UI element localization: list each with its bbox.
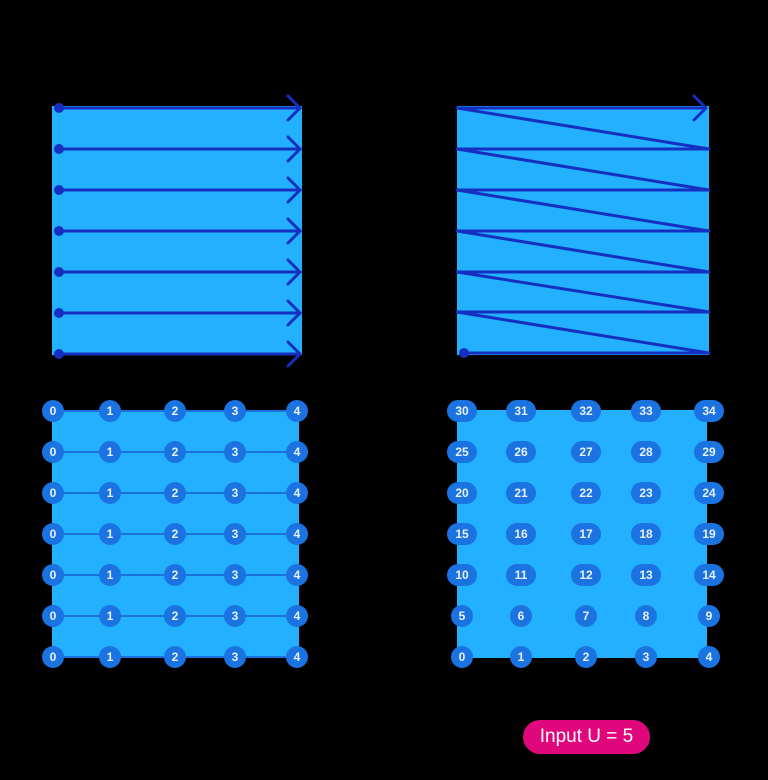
index-node: 2	[164, 646, 186, 668]
index-node: 9	[698, 605, 720, 627]
index-node: 15	[447, 523, 477, 545]
index-node: 27	[571, 441, 601, 463]
index-node: 24	[694, 482, 724, 504]
row-start-dots	[54, 103, 64, 359]
index-node: 3	[224, 646, 246, 668]
index-node: 14	[694, 564, 724, 586]
index-node: 2	[164, 482, 186, 504]
arrow-row-3	[57, 176, 303, 204]
index-node: 12	[571, 564, 601, 586]
index-node: 1	[99, 564, 121, 586]
index-node: 1	[99, 441, 121, 463]
index-node: 3	[224, 482, 246, 504]
arrow-row-1	[57, 94, 303, 122]
index-node: 0	[42, 564, 64, 586]
index-node: 3	[224, 564, 246, 586]
index-node: 2	[164, 441, 186, 463]
zigzag-end-arrowhead	[692, 94, 708, 122]
index-node: 29	[694, 441, 724, 463]
index-node: 1	[510, 646, 532, 668]
index-node: 8	[635, 605, 657, 627]
index-node: 30	[447, 400, 477, 422]
index-node: 0	[42, 441, 64, 463]
zigzag-start-dot	[459, 348, 469, 358]
index-node: 10	[447, 564, 477, 586]
index-node: 1	[99, 605, 121, 627]
index-node: 3	[635, 646, 657, 668]
index-node: 1	[99, 523, 121, 545]
index-node: 4	[286, 441, 308, 463]
index-node: 3	[224, 605, 246, 627]
index-node: 19	[694, 523, 724, 545]
index-node: 1	[99, 400, 121, 422]
arrow-row-2	[57, 135, 303, 163]
index-node: 4	[698, 646, 720, 668]
index-node: 13	[631, 564, 661, 586]
index-node: 25	[447, 441, 477, 463]
arrow-row-6	[57, 299, 303, 327]
index-node: 0	[42, 646, 64, 668]
index-node: 3	[224, 441, 246, 463]
index-node: 31	[506, 400, 536, 422]
arrow-row-5	[57, 258, 303, 286]
index-node: 2	[164, 605, 186, 627]
index-node: 0	[42, 400, 64, 422]
arrow-row-4	[57, 217, 303, 245]
index-node: 4	[286, 605, 308, 627]
index-node: 11	[506, 564, 536, 586]
index-node: 7	[575, 605, 597, 627]
index-node: 5	[451, 605, 473, 627]
index-node: 22	[571, 482, 601, 504]
index-node: 32	[571, 400, 601, 422]
index-node: 34	[694, 400, 724, 422]
index-node: 4	[286, 523, 308, 545]
index-node: 2	[164, 523, 186, 545]
index-node: 16	[506, 523, 536, 545]
index-node: 1	[99, 482, 121, 504]
index-node: 1	[99, 646, 121, 668]
index-node: 4	[286, 400, 308, 422]
index-node: 18	[631, 523, 661, 545]
index-node: 4	[286, 482, 308, 504]
index-node: 2	[164, 400, 186, 422]
input-u-badge: Input U = 5	[523, 720, 650, 754]
index-node: 6	[510, 605, 532, 627]
index-node: 20	[447, 482, 477, 504]
index-node: 0	[42, 605, 64, 627]
index-node: 3	[224, 400, 246, 422]
index-node: 0	[42, 523, 64, 545]
index-node: 4	[286, 564, 308, 586]
index-node: 3	[224, 523, 246, 545]
index-node: 2	[575, 646, 597, 668]
index-node: 17	[571, 523, 601, 545]
index-node: 23	[631, 482, 661, 504]
index-node: 0	[42, 482, 64, 504]
index-node: 0	[451, 646, 473, 668]
index-node: 28	[631, 441, 661, 463]
index-node: 33	[631, 400, 661, 422]
arrow-row-7	[57, 340, 303, 368]
index-node: 21	[506, 482, 536, 504]
index-node: 26	[506, 441, 536, 463]
index-node: 2	[164, 564, 186, 586]
index-node: 4	[286, 646, 308, 668]
